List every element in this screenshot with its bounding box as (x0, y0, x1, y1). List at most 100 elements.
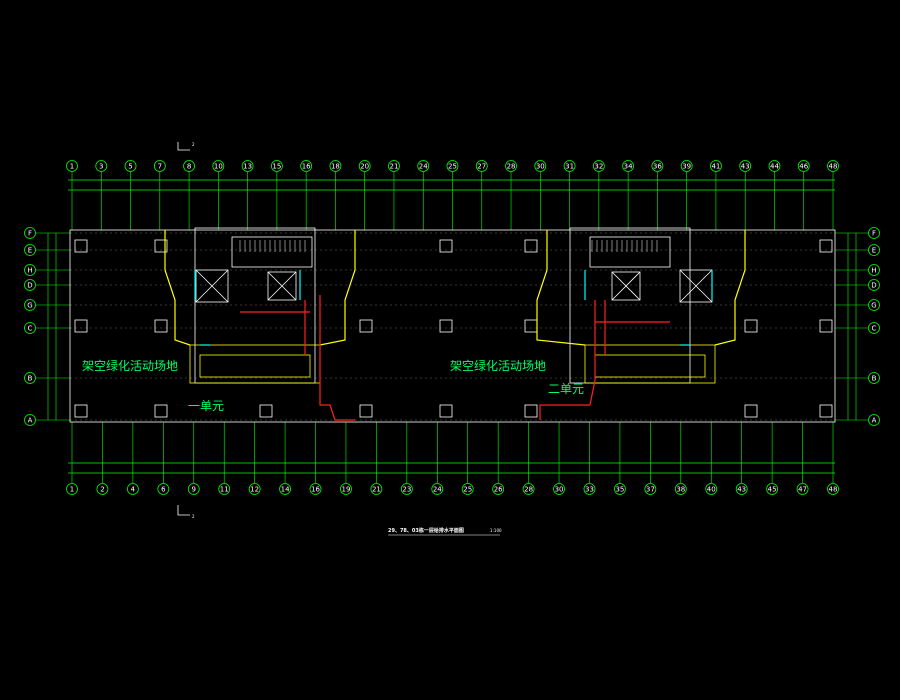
area-label-right: 架空绿化活动场地 (450, 358, 546, 373)
axis-bubble-top (680, 160, 693, 172)
axis-label-top: 16 (302, 163, 311, 171)
axis-bubble-left (24, 322, 36, 334)
axis-label-top: 27 (477, 163, 486, 171)
axis-bubble-top (592, 160, 605, 172)
axis-label-left: G (27, 302, 32, 310)
section-mark-bottom-label: 2 (192, 514, 195, 519)
axis-label-top: 7 (158, 163, 162, 171)
axis-bubble-top (651, 160, 664, 172)
axis-label-bottom: 30 (555, 486, 564, 494)
axis-bubble-bottom (766, 483, 779, 495)
unit-core-left (189, 227, 321, 384)
axis-label-top: 20 (360, 163, 369, 171)
unit-label-right: 二单元 (548, 382, 584, 396)
axis-bubble-right (868, 244, 880, 256)
column (259, 404, 273, 418)
axis-label-left: H (27, 267, 32, 275)
axis-bubble-bottom (96, 483, 109, 495)
axis-label-top: 8 (187, 163, 191, 171)
axis-bubble-top (534, 160, 547, 172)
axis-bubble-top (768, 160, 781, 172)
axis-label-right: C (872, 325, 877, 333)
axis-bubble-right (868, 279, 880, 291)
axis-bubble-left (24, 414, 36, 426)
axis-label-top: 32 (594, 163, 603, 171)
axis-bubble-right (868, 299, 880, 311)
axis-bubble-top (241, 160, 254, 172)
axis-label-top: 46 (799, 163, 808, 171)
axis-label-bottom: 19 (341, 486, 350, 494)
drawing-title: 29、78、03栋一层给排水平面图 (388, 527, 464, 534)
axis-label-bottom: 40 (707, 486, 716, 494)
axis-label-top: 13 (243, 163, 252, 171)
axis-bubble-top (329, 160, 342, 172)
axis-bubble-bottom (340, 483, 352, 495)
axis-label-top: 1 (70, 163, 74, 171)
unit-label-left: 一单元 (188, 399, 224, 413)
axis-bubble-bottom (218, 483, 231, 495)
axis-label-top: 41 (711, 163, 720, 171)
axis-bubble-right (868, 322, 880, 334)
axis-label-bottom: 1 (70, 486, 74, 494)
axis-bubble-bottom (309, 483, 322, 495)
axis-bubble-left (24, 264, 36, 276)
axis-label-bottom: 14 (281, 486, 290, 494)
pipe-network (164, 230, 746, 421)
axis-label-left: C (28, 325, 33, 333)
axis-bubble-top (153, 160, 166, 172)
axis-label-bottom: 6 (161, 486, 166, 494)
axis-label-top: 21 (390, 163, 399, 171)
axis-bubble-top (505, 160, 517, 172)
axis-label-top: 25 (448, 163, 457, 171)
area-label-left: 架空绿化活动场地 (82, 358, 178, 373)
axis-bubble-bottom (187, 483, 200, 495)
axis-bubble-bottom (553, 483, 565, 495)
axis-label-top: 39 (682, 163, 691, 171)
axis-bubble-bottom (705, 483, 718, 495)
axis-label-bottom: 43 (737, 486, 746, 494)
axis-bubble-top (388, 160, 400, 172)
axis-label-right: B (872, 375, 877, 383)
axis-bubble-left (24, 279, 36, 291)
axis-label-top: 3 (99, 163, 103, 171)
column (744, 404, 758, 418)
axis-label-left: B (28, 375, 33, 383)
axis-bubble-top (446, 160, 459, 172)
axis-label-bottom: 4 (131, 486, 136, 494)
axis-bubble-bottom (583, 483, 596, 495)
axis-bubble-top (270, 160, 283, 172)
axis-label-top: 36 (653, 163, 662, 171)
section-mark-top (177, 142, 190, 151)
axis-bubble-bottom (644, 483, 657, 495)
axis-label-bottom: 47 (798, 486, 807, 494)
section-mark-bottom (177, 505, 190, 516)
axis-bubble-bottom (796, 483, 809, 495)
axis-bubble-bottom (400, 483, 413, 495)
axis-bubble-bottom (735, 483, 748, 495)
axis-bubble-left (24, 299, 36, 311)
column (819, 404, 833, 418)
axis-label-right: G (871, 302, 876, 310)
axis-label-top: 28 (507, 163, 516, 171)
axis-label-bottom: 21 (372, 486, 381, 494)
axis-label-top: 48 (829, 163, 838, 171)
axis-grid (36, 172, 868, 483)
axis-bubble-top (124, 160, 137, 172)
axis-label-bottom: 12 (250, 486, 259, 494)
axis-bubble-bottom (370, 483, 383, 495)
axis-label-bottom: 33 (585, 486, 594, 494)
axis-label-top: 5 (128, 163, 132, 171)
unit-core-right (569, 227, 716, 384)
axis-label-bottom: 28 (524, 486, 533, 494)
axis-label-top: 34 (624, 163, 633, 171)
axis-bubble-bottom (522, 483, 535, 495)
axis-label-top: 10 (214, 163, 223, 171)
axis-label-top: 44 (770, 163, 779, 171)
axis-bubble-top (827, 160, 839, 172)
drawing-scale: 1:100 (490, 528, 502, 533)
